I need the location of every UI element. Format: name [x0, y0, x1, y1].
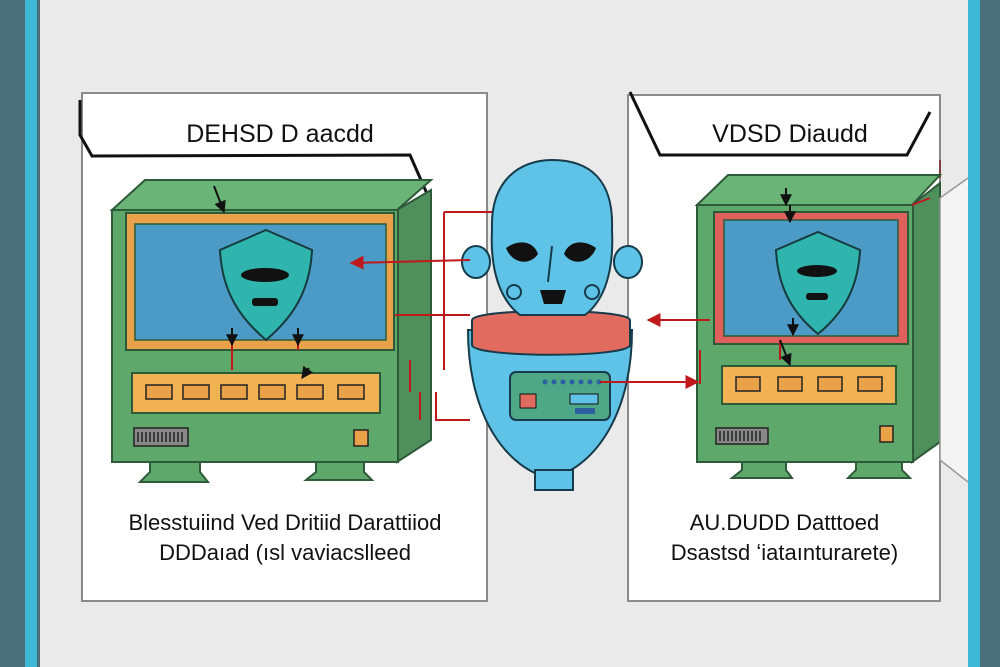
- right-caption: AU.DUDD Datttoed Dsastsd ʻiataınturarete…: [632, 508, 937, 568]
- edge-tab: [939, 177, 969, 483]
- left-caption-line1: Blesstuiind Ved Dritiid Darattiiod: [128, 510, 442, 535]
- right-panel-title: VDSD Diaudd: [712, 120, 868, 148]
- robot-icon: [461, 158, 643, 491]
- right-accent-strip: [968, 0, 980, 667]
- right-shield-icon: [774, 230, 862, 336]
- indicator-arrows: [213, 185, 799, 379]
- connection-arrows: [231, 197, 931, 421]
- left-panel-title: DEHSD D aacdd: [186, 120, 374, 148]
- left-shield-icon: [218, 228, 314, 342]
- left-caption: Blesstuiind Ved Dritiid Darattiiod DDDaı…: [90, 508, 480, 568]
- left-caption-line2: DDDaıad (ısl vaviacslleed: [159, 540, 411, 565]
- right-caption-line1: AU.DUDD Datttoed: [689, 510, 880, 535]
- right-caption-line2: Dsastsd ʻiataınturarete): [670, 540, 899, 565]
- left-accent-strip: [25, 0, 37, 667]
